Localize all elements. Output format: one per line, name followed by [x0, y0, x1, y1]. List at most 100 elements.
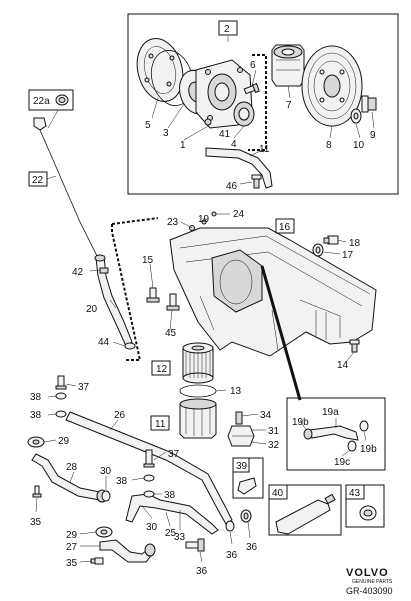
callout-14: 14 [337, 360, 349, 371]
washer-30a[interactable] [101, 490, 111, 502]
callout-6: 6 [250, 60, 256, 71]
callout-19: 19 [198, 214, 210, 225]
callout-46: 46 [226, 181, 238, 192]
kit-43-box[interactable] [345, 484, 385, 528]
callout-8: 8 [326, 140, 332, 151]
label-box-2 [218, 20, 238, 36]
banjo-fitting-29b[interactable] [95, 526, 113, 538]
crank-seal-part[interactable] [233, 101, 255, 127]
group-bracket-dashed [248, 54, 267, 151]
callout-32: 32 [268, 440, 280, 451]
bolt-35b[interactable] [90, 557, 104, 565]
crank-pulley-part[interactable] [301, 45, 363, 127]
hose-clamp-part[interactable] [227, 411, 255, 447]
callout-19a: 19a [322, 407, 339, 418]
bolt-35a[interactable] [32, 485, 42, 498]
callout-31: 31 [268, 426, 280, 437]
washer-38a[interactable] [55, 392, 67, 400]
kit-39-box[interactable] [232, 457, 264, 499]
callout-4: 4 [231, 139, 237, 150]
pump-screw-part[interactable] [204, 118, 212, 126]
pan-bolt-part-15[interactable] [146, 287, 160, 303]
pan-bolt-part-14[interactable] [349, 339, 360, 353]
callout-2: 2 [224, 24, 230, 35]
callout-19c: 19c [334, 457, 350, 468]
callout-12: 12 [156, 364, 168, 375]
filter-o-ring-part[interactable] [179, 384, 217, 398]
bolt-37a[interactable] [55, 375, 67, 390]
drain-washer-part[interactable] [312, 243, 324, 257]
tube-clip-part[interactable] [99, 267, 109, 274]
pan-stud-parts[interactable] [189, 211, 217, 231]
pulley-bolt-part[interactable] [361, 95, 377, 113]
leader-lines-lower [35, 383, 251, 563]
callout-19b-right: 19b [360, 444, 377, 455]
washer-38b[interactable] [55, 410, 67, 418]
pan-bolt-part-45[interactable] [166, 293, 180, 311]
callout-38-d: 38 [164, 490, 176, 501]
tube-seal-part[interactable] [124, 342, 136, 350]
callout-37-mid: 37 [168, 449, 180, 460]
banjo-bolt-36a[interactable] [185, 538, 205, 552]
callout-38-a: 38 [30, 392, 42, 403]
banjo-bolt-36c[interactable] [240, 509, 252, 523]
kit-40-box[interactable] [268, 484, 342, 536]
callout-20: 20 [86, 304, 98, 315]
callout-10: 10 [353, 140, 365, 151]
callout-11-top: 11 [259, 144, 270, 155]
pump-bolt-part[interactable] [243, 82, 260, 95]
callout-43: 43 [349, 488, 361, 499]
callout-1: 1 [180, 140, 186, 151]
oil-filter-element-part[interactable] [182, 342, 214, 384]
filter-housing-part[interactable] [179, 398, 217, 439]
pulley-washer-part[interactable] [350, 108, 362, 124]
leader-lines-pan [89, 213, 355, 363]
bolt-37b[interactable] [143, 449, 155, 468]
dipstick-seal-inset[interactable] [28, 89, 74, 129]
detail-pointer-line [260, 265, 302, 401]
banjo-bolt-36b[interactable] [225, 520, 235, 532]
callout-27: 27 [66, 542, 78, 553]
callout-29-bottom: 29 [66, 530, 78, 541]
dipstick-part[interactable] [33, 117, 101, 263]
oil-line-33-part[interactable] [125, 493, 219, 535]
callout-41: 41 [219, 129, 231, 140]
pipe-detail-inset[interactable] [286, 397, 386, 471]
callout-34: 34 [260, 410, 272, 421]
tube-bracket-dashed [111, 224, 142, 361]
callout-7: 7 [286, 100, 292, 111]
pickup-bolt-part[interactable] [251, 174, 262, 189]
volvo-logo: VOLVO GENUINE PARTS [346, 567, 393, 585]
callout-33: 33 [174, 532, 186, 543]
callout-39: 39 [236, 461, 248, 472]
oil-pickup-tube-part[interactable] [205, 147, 273, 189]
drain-bolt-part[interactable] [323, 235, 339, 245]
leader-lines-clamp [241, 413, 267, 445]
callout-24: 24 [233, 209, 245, 220]
callout-19b-left: 19b [292, 417, 309, 428]
callout-38-c: 38 [116, 476, 128, 487]
callout-45: 45 [165, 328, 177, 339]
oil-filter-label-box [151, 360, 171, 376]
oil-line-27-part[interactable] [99, 539, 156, 563]
pump-cover-part[interactable] [130, 33, 189, 106]
brand-subtitle: GENUINE PARTS [352, 579, 393, 585]
callout-38-b: 38 [30, 410, 42, 421]
oil-pan-label-box [275, 218, 295, 234]
callout-5: 5 [145, 120, 151, 131]
drawing-code: GR-403090 [346, 586, 393, 596]
banjo-fitting-29a[interactable] [27, 436, 45, 448]
callout-22a: 22a [33, 96, 50, 107]
washer-38d[interactable] [143, 490, 155, 498]
callout-40: 40 [272, 488, 284, 499]
oil-pan-part[interactable] [169, 227, 377, 357]
callout-36-a: 36 [226, 550, 238, 561]
callout-44: 44 [98, 337, 110, 348]
callout-37-top: 37 [78, 382, 90, 393]
callout-35-b: 35 [66, 558, 78, 569]
crank-gear-part[interactable] [271, 44, 305, 87]
callout-25: 25 [165, 528, 177, 539]
callout-17: 17 [342, 250, 354, 261]
washer-38c[interactable] [143, 474, 155, 482]
